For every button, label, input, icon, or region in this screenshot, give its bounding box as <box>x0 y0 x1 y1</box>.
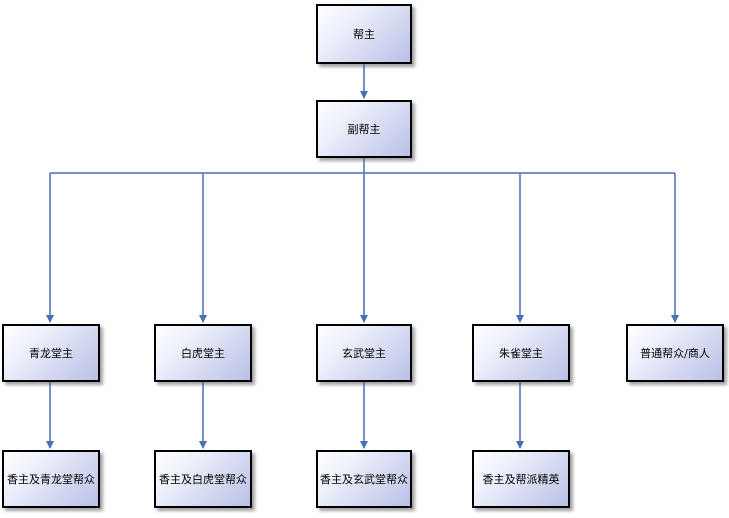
qinglong-hall-master-node: 青龙堂主 <box>2 324 100 382</box>
deputy-leader-label: 副帮主 <box>347 123 381 136</box>
common-members-node: 普通帮众/商人 <box>626 324 724 382</box>
baihu-hall-master-node: 白虎堂主 <box>154 324 252 382</box>
zhuque-members-node: 香主及帮派精英 <box>472 450 570 508</box>
baihu-hall-master-label: 白虎堂主 <box>181 347 225 360</box>
leader-node: 帮主 <box>316 4 412 64</box>
common-members-label: 普通帮众/商人 <box>640 347 710 360</box>
qinglong-members-node: 香主及青龙堂帮众 <box>2 450 100 508</box>
zhuque-hall-master-node: 朱雀堂主 <box>472 324 570 382</box>
baihu-members-node: 香主及白虎堂帮众 <box>154 450 252 508</box>
zhuque-hall-master-label: 朱雀堂主 <box>499 347 543 360</box>
xuanwu-hall-master-node: 玄武堂主 <box>316 324 412 382</box>
leader-label: 帮主 <box>353 28 375 41</box>
baihu-members-label: 香主及白虎堂帮众 <box>159 473 247 486</box>
deputy-leader-node: 副帮主 <box>316 100 412 158</box>
xuanwu-members-node: 香主及玄武堂帮众 <box>316 450 412 508</box>
qinglong-members-label: 香主及青龙堂帮众 <box>7 473 95 486</box>
xuanwu-hall-master-label: 玄武堂主 <box>342 347 386 360</box>
qinglong-hall-master-label: 青龙堂主 <box>29 347 73 360</box>
xuanwu-members-label: 香主及玄武堂帮众 <box>320 473 408 486</box>
zhuque-members-label: 香主及帮派精英 <box>482 473 560 486</box>
